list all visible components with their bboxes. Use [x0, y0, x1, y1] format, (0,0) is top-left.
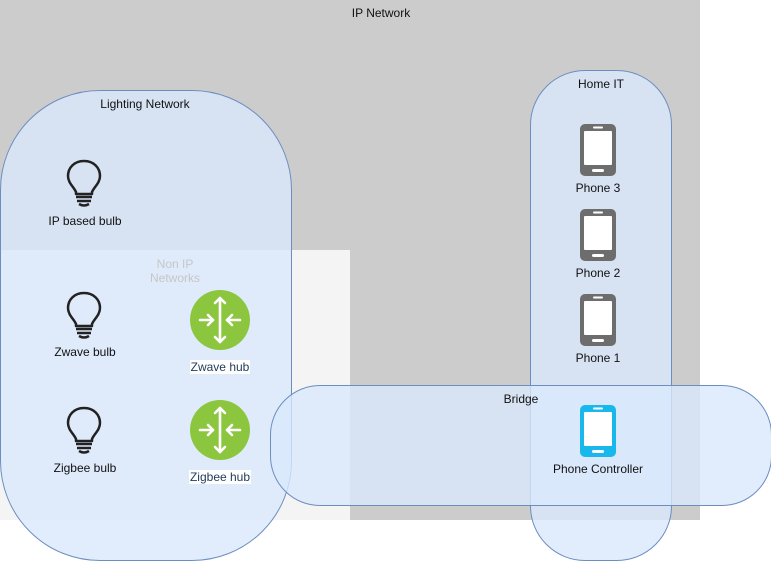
phone-3-label: Phone 3	[575, 181, 621, 195]
zigbee-hub-label: Zigbee hub	[188, 470, 252, 484]
zwave-bulb-label: Zwave bulb	[54, 345, 116, 359]
non-ip-label-line1: Non IP	[156, 257, 194, 271]
zwave-hub-label: Zwave hub	[189, 360, 251, 374]
non-ip-label-line2: Networks	[149, 271, 200, 285]
zigbee-bulb-label: Zigbee bulb	[53, 461, 117, 475]
router-hub-icon	[190, 400, 250, 460]
smartphone-icon	[580, 124, 616, 176]
lighting-network-label: Lighting Network	[100, 97, 190, 111]
phone-2-label: Phone 2	[575, 266, 621, 280]
bridge-group	[270, 385, 771, 506]
non-ip-networks-label: Non IP Networks	[135, 257, 215, 285]
lightbulb-icon	[66, 406, 102, 454]
smartphone-icon	[580, 209, 616, 261]
bridge-label: Bridge	[503, 392, 539, 406]
phone-controller-label: Phone Controller	[552, 462, 644, 476]
lightbulb-icon	[66, 291, 102, 339]
router-hub-icon	[190, 290, 250, 350]
lightbulb-icon	[66, 159, 102, 207]
phone-1-label: Phone 1	[575, 351, 621, 365]
ip-network-label: IP Network	[351, 6, 411, 20]
smartphone-icon	[580, 294, 616, 346]
home-it-label: Home IT	[577, 77, 624, 91]
ip-bulb-label: IP based bulb	[48, 214, 122, 228]
smartphone-icon	[580, 405, 616, 457]
